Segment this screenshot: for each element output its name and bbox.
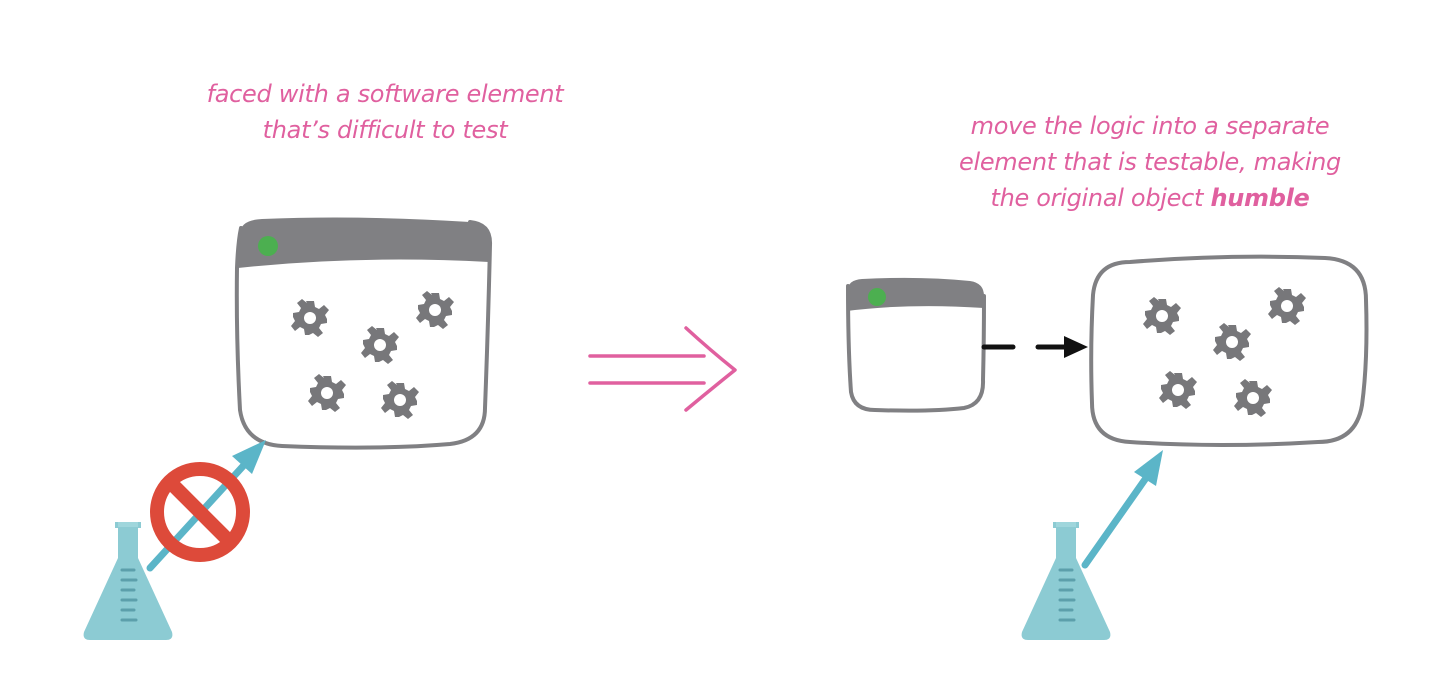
testable-frame bbox=[1089, 254, 1369, 447]
humble-window-bar bbox=[847, 277, 984, 311]
test-arrow bbox=[1081, 450, 1163, 569]
testable-element bbox=[1089, 254, 1369, 447]
gear-icon bbox=[361, 326, 399, 364]
gear-icon bbox=[1213, 323, 1251, 361]
connector-arrow bbox=[981, 336, 1088, 358]
gear-icon bbox=[1234, 379, 1272, 417]
caption-right-line3: the original object humble bbox=[900, 180, 1400, 216]
caption-right-line1: move the logic into a separate bbox=[970, 112, 1330, 140]
caption-right-emphasis: humble bbox=[1210, 184, 1310, 212]
window-frame bbox=[234, 220, 493, 450]
caption-left-line1: faced with a software element bbox=[206, 80, 564, 108]
caption-left-line2: that’s difficult to test bbox=[262, 116, 508, 144]
prohibited-icon bbox=[150, 462, 250, 562]
caption-left: faced with a software element that’s dif… bbox=[150, 76, 620, 148]
hard-to-test-element bbox=[234, 217, 493, 450]
flask-icon bbox=[1020, 520, 1112, 642]
caption-right-line3-prefix: the original object bbox=[990, 184, 1211, 212]
gear-icon bbox=[416, 291, 454, 329]
humble-window-frame bbox=[846, 284, 986, 413]
status-dot bbox=[258, 236, 278, 256]
gear-icon bbox=[381, 381, 419, 419]
gear-icon bbox=[1268, 287, 1306, 325]
humble-status-dot bbox=[868, 288, 886, 306]
gear-icon bbox=[1159, 371, 1197, 409]
gear-icon bbox=[1143, 297, 1181, 335]
caption-right-line2: element that is testable, making bbox=[959, 148, 1341, 176]
window-bar bbox=[238, 217, 491, 268]
caption-right: move the logic into a separate element t… bbox=[900, 108, 1400, 216]
double-arrow-icon bbox=[588, 326, 737, 412]
gear-icon bbox=[291, 299, 329, 337]
humble-object bbox=[846, 277, 986, 413]
gear-icon bbox=[308, 374, 346, 412]
